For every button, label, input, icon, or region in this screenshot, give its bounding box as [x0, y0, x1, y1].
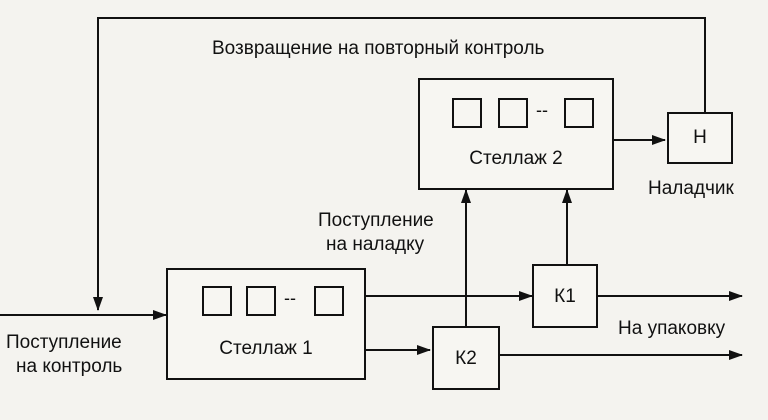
controller-k1: К1 — [532, 264, 598, 328]
rack-2-label: Стеллаж 2 — [469, 148, 563, 169]
return-loop-line — [93, 17, 706, 311]
to-packing-label: На упаковку — [618, 318, 726, 339]
adjuster-box-label: Н — [693, 127, 707, 148]
rack-1: -- Стеллаж 1 — [166, 268, 366, 380]
rack-2-cell — [498, 98, 528, 128]
rack-1-ellipsis: -- — [284, 288, 296, 308]
rack-2-cell — [452, 98, 482, 128]
adjuster-box: Н — [667, 112, 733, 164]
rack-1-cell — [314, 286, 344, 316]
k1-label: К1 — [554, 286, 576, 307]
rack-1-cell — [202, 286, 232, 316]
rack-1-label: Стеллаж 1 — [219, 338, 313, 359]
rack-2-cell — [564, 98, 594, 128]
to-adjustment-label-line1: Поступление — [318, 210, 434, 231]
to-control-label-line2: на контроль — [16, 356, 123, 377]
rack-1-cell — [246, 286, 276, 316]
to-control-label-line1: Поступление — [6, 332, 122, 353]
rack-2-ellipsis: -- — [536, 100, 548, 120]
rack-2: -- Стеллаж 2 — [418, 78, 614, 190]
return-label: Возвращение на повторный контроль — [212, 38, 545, 59]
adjuster-label: Наладчик — [648, 178, 734, 199]
to-adjustment-label-line2: на наладку — [326, 234, 425, 255]
k2-label: К2 — [455, 348, 477, 369]
controller-k2: К2 — [432, 326, 500, 390]
